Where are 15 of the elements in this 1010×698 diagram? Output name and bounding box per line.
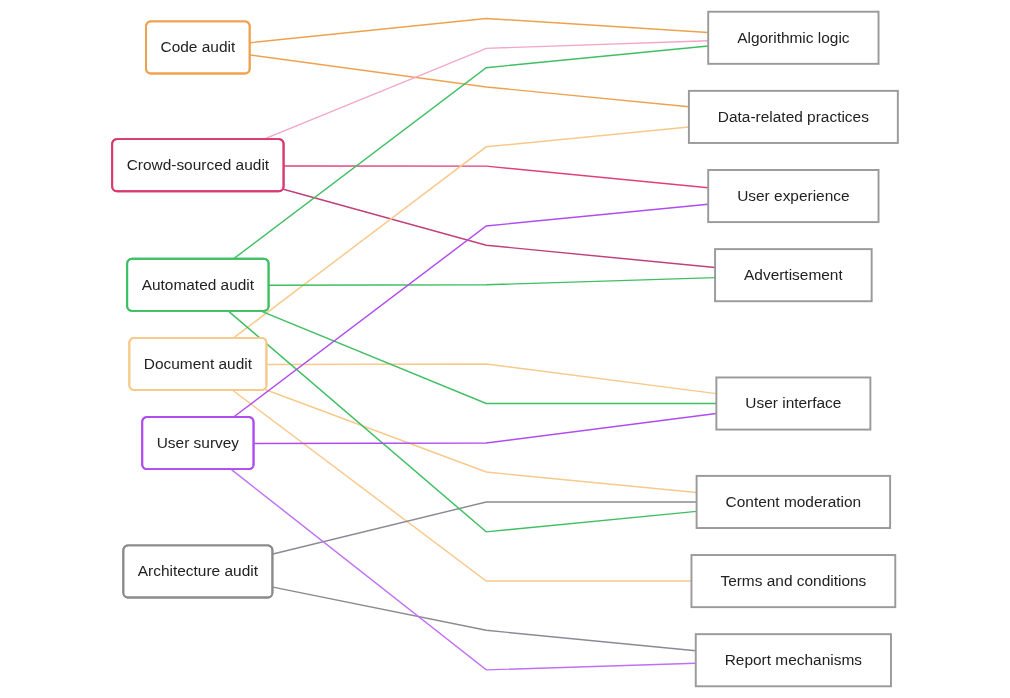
- connector: [232, 45, 709, 260]
- node-box: Advertisement: [714, 248, 873, 303]
- node-box: Algorithmic logic: [707, 10, 880, 65]
- node-box: Terms and conditions: [690, 554, 897, 609]
- connector: [282, 188, 716, 269]
- node-box: Report mechanisms: [694, 633, 892, 688]
- node-box: Data-related practices: [687, 89, 899, 144]
- connector: [230, 468, 697, 671]
- connector: [283, 165, 709, 189]
- node-box: Content moderation: [695, 474, 892, 529]
- node-box: User experience: [707, 169, 880, 224]
- connector: [268, 276, 716, 287]
- connector: [249, 17, 709, 44]
- node-box: User interface: [715, 376, 872, 431]
- connector: [232, 203, 709, 419]
